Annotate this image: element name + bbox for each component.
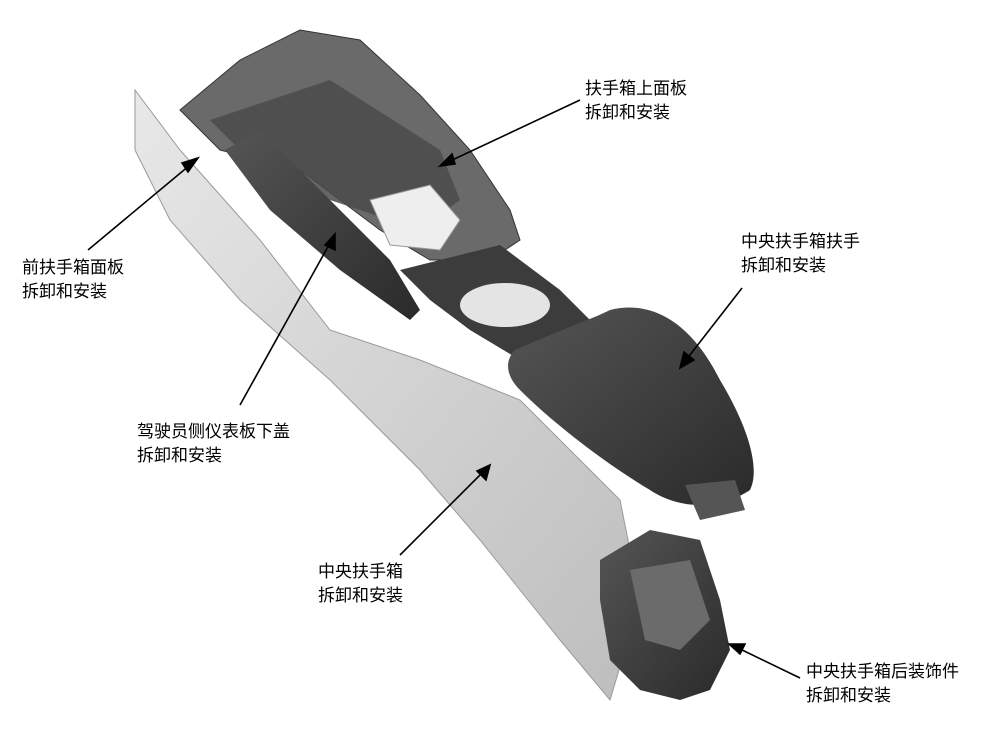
label-subtitle: 拆卸和安装 (806, 686, 891, 706)
label-center-armrest: 中央扶手箱扶手 拆卸和安装 (741, 230, 860, 278)
arrowhead-icon (437, 152, 457, 168)
label-armrest-upper-panel: 扶手箱上面板 拆卸和安装 (585, 77, 687, 125)
arrow-armrest (685, 287, 743, 361)
arrow-rear-trim (737, 647, 801, 679)
leader-lines (87, 99, 801, 679)
label-subtitle: 拆卸和安装 (318, 586, 403, 606)
label-subtitle: 拆卸和安装 (585, 103, 670, 123)
arrowhead-icon (678, 350, 696, 370)
shifter-area (369, 184, 461, 251)
cupholder (460, 283, 550, 327)
driver-dash-lower-cover-part (225, 130, 420, 320)
label-title: 扶手箱上面板 (585, 79, 687, 99)
rear-trim-pocket (630, 560, 710, 650)
console-body (134, 88, 641, 702)
label-title: 驾驶员侧仪表板下盖 (137, 422, 290, 442)
arrow-upper-panel (447, 99, 581, 163)
label-subtitle: 拆卸和安装 (22, 282, 107, 302)
center-armrest-part (508, 307, 754, 505)
label-subtitle: 拆卸和安装 (137, 446, 222, 466)
arrow-lower-cover (239, 242, 331, 406)
armrest-upper-panel-part (210, 80, 460, 230)
label-console-rear-trim: 中央扶手箱后装饰件 拆卸和安装 (806, 660, 959, 708)
armrest-latch (685, 480, 745, 520)
arrowhead-icon (323, 231, 336, 252)
label-title: 中央扶手箱后装饰件 (806, 662, 959, 682)
arrowhead-icon (475, 463, 492, 482)
label-title: 前扶手箱面板 (22, 258, 124, 278)
arrow-front-panel (87, 164, 191, 251)
label-title: 中央扶手箱 (318, 562, 403, 582)
label-center-console: 中央扶手箱 拆卸和安装 (318, 560, 403, 608)
arrowhead-icon (180, 156, 201, 174)
arrow-console (399, 471, 484, 556)
label-driver-dash-lower-cover: 驾驶员侧仪表板下盖 拆卸和安装 (137, 420, 290, 468)
label-title: 中央扶手箱扶手 (741, 232, 860, 252)
arrowhead-icon (726, 643, 747, 656)
label-front-console-panel: 前扶手箱面板 拆卸和安装 (22, 256, 124, 304)
label-subtitle: 拆卸和安装 (741, 256, 826, 276)
